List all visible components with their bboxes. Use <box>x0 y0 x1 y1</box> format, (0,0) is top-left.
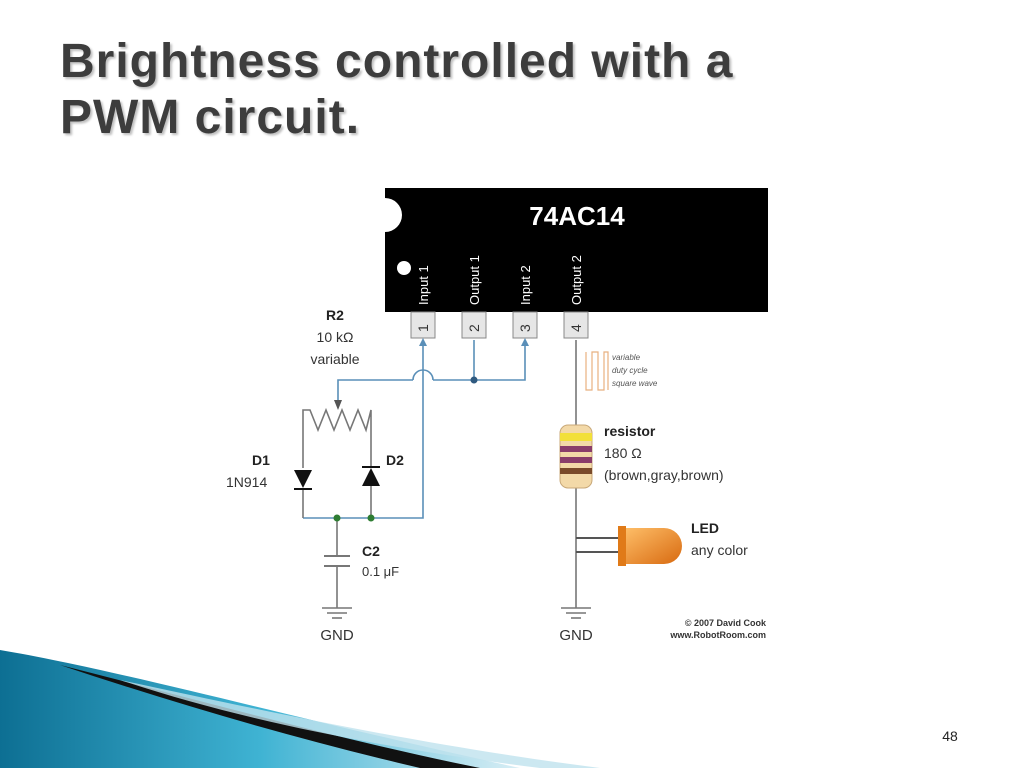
pin-3-arrow <box>521 338 529 346</box>
pin-2-number: 2 <box>466 324 482 332</box>
slide-title-line-1: Brightness controlled with a <box>60 35 734 88</box>
gnd-label-left: GND <box>320 627 354 644</box>
square-wave-icon <box>585 351 609 391</box>
credit-line-1: © 2007 David Cook <box>685 618 767 628</box>
resistor-colors: (brown,gray,brown) <box>604 467 724 483</box>
pin-4-number: 4 <box>568 324 584 332</box>
diode-d1 <box>294 470 312 490</box>
pin-1-number: 1 <box>415 324 431 332</box>
d1-name: D1 <box>252 452 270 468</box>
wires <box>303 340 526 519</box>
resistor-name: resistor <box>604 423 656 439</box>
slide-title: Brightness controlled with a PWM circuit… <box>60 34 960 146</box>
led-note: any color <box>691 542 748 558</box>
gnd-label-right: GND <box>559 627 593 644</box>
pin-2-label: Output 1 <box>467 255 482 305</box>
pin-3-number: 3 <box>517 324 533 332</box>
slide-title-line-2: PWM circuit. <box>60 91 361 144</box>
r2-note: variable <box>310 351 359 367</box>
r2-wiper-arrow <box>334 400 342 410</box>
chip-74ac14 <box>385 188 768 312</box>
d1-part: 1N914 <box>226 474 267 490</box>
pin-4-label: Output 2 <box>569 255 584 305</box>
r2-name: R2 <box>326 307 344 323</box>
pin-boxes <box>410 311 589 339</box>
decorative-swoosh <box>0 650 600 768</box>
pin-1-label: Input 1 <box>416 265 431 305</box>
resistor-180 <box>559 424 593 489</box>
led-icon <box>576 526 682 566</box>
junction-dot <box>367 514 375 522</box>
c2-value: 0.1 μF <box>362 564 399 579</box>
resistor-value: 180 Ω <box>604 445 642 461</box>
waveform-label-line-2: duty cycle <box>612 366 648 375</box>
waveform-label-line-3: square wave <box>612 379 658 388</box>
diode-d2 <box>362 466 380 486</box>
circuit-gray-wires <box>302 340 591 619</box>
d2-name: D2 <box>386 452 404 468</box>
junction-dot <box>333 514 341 522</box>
junction-dot <box>470 376 478 384</box>
led-name: LED <box>691 520 719 536</box>
page-number: 48 <box>942 728 958 744</box>
c2-name: C2 <box>362 543 380 559</box>
pin-3-label: Input 2 <box>518 265 533 305</box>
pin-1-arrow <box>419 338 427 346</box>
chip-label: 74AC14 <box>529 201 625 231</box>
credit-line-2: www.RobotRoom.com <box>669 630 766 640</box>
waveform-label-line-1: variable <box>612 353 641 362</box>
r2-value: 10 kΩ <box>317 329 354 345</box>
capacitor-c2 <box>324 555 350 567</box>
